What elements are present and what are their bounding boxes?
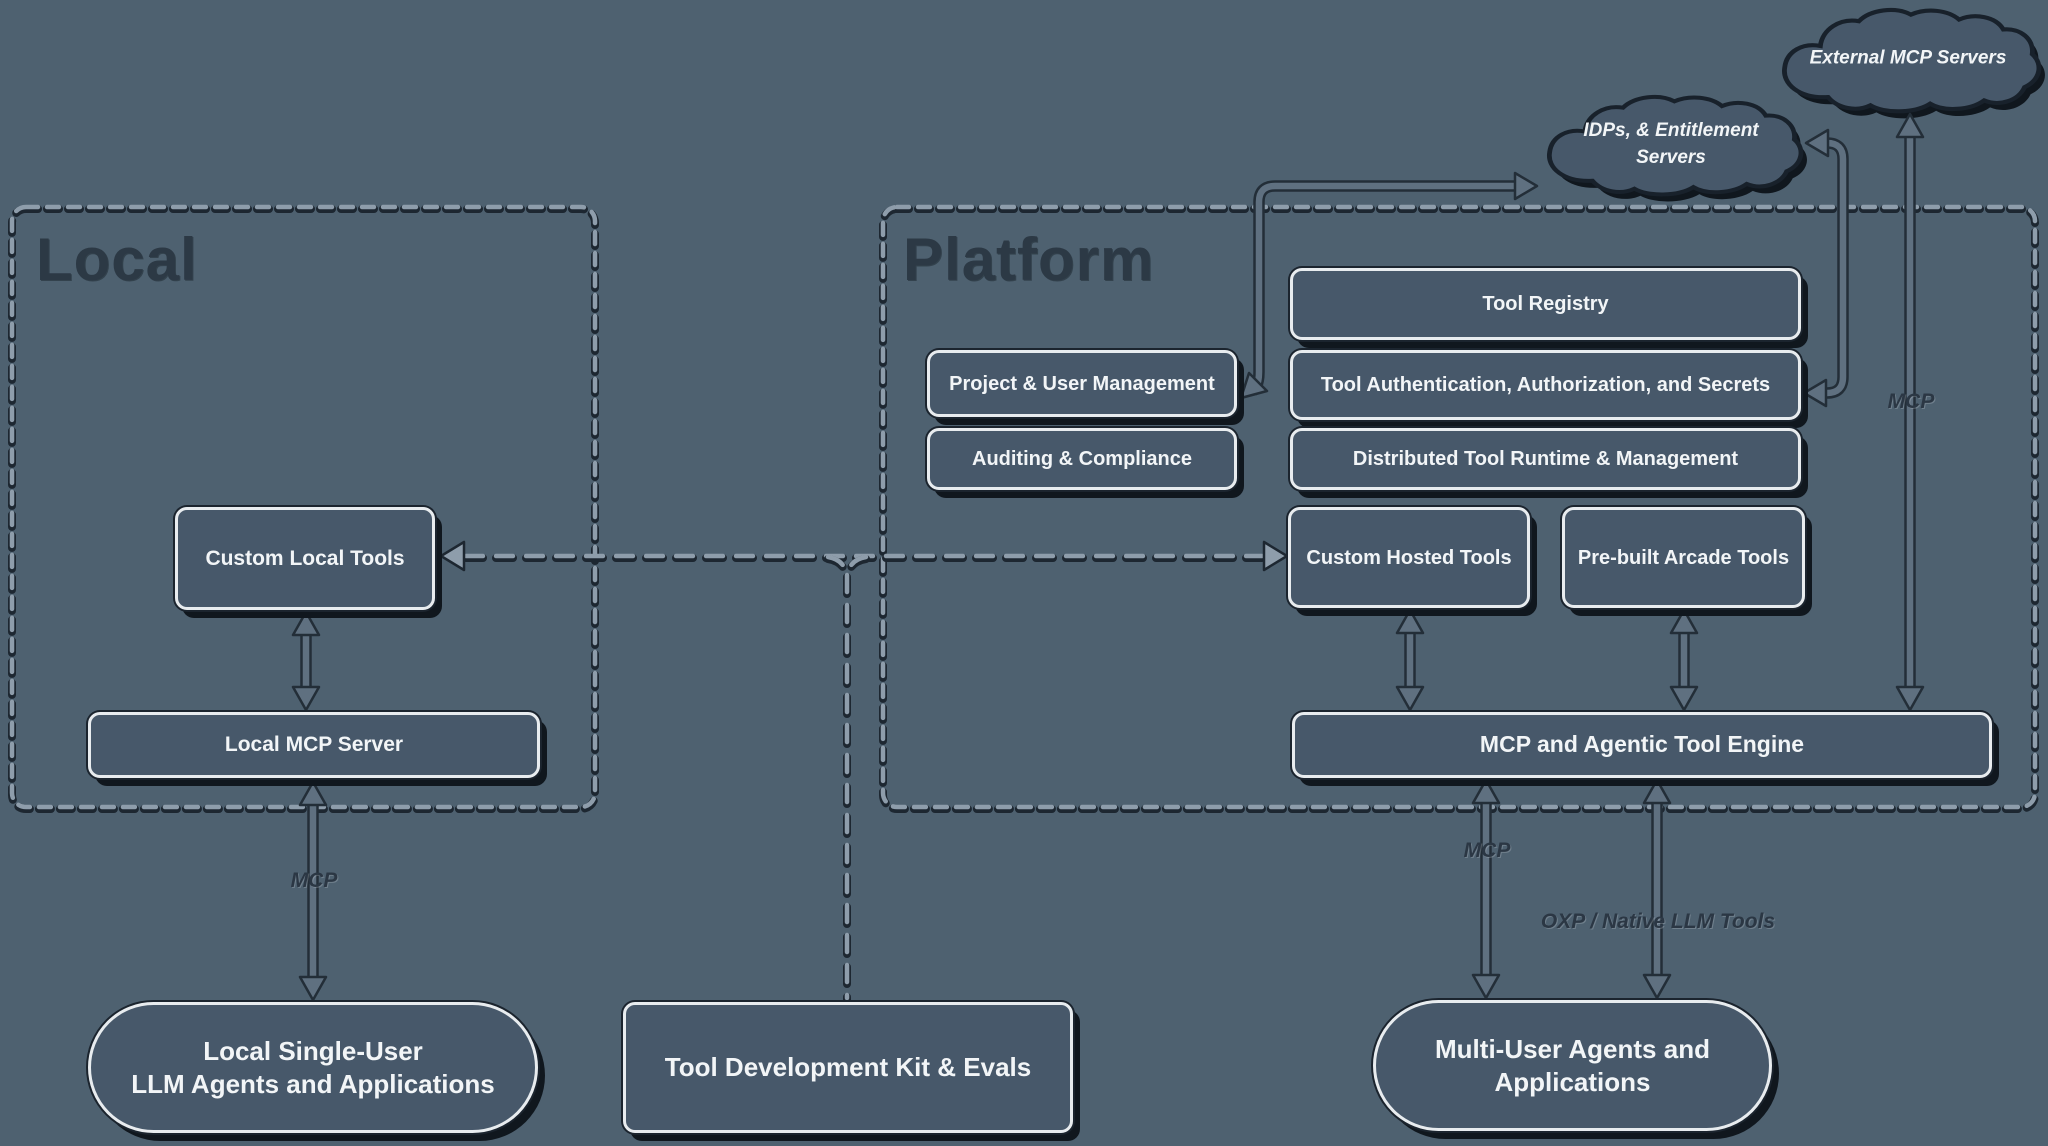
edge-label-oxp-native-llm-tools: OXP / Native LLM Tools	[1540, 910, 1776, 933]
node-project-user-management: Project & User Management	[927, 350, 1237, 417]
edge-engine-multiuser-mcp	[1471, 778, 1501, 1000]
node-tool-registry: Tool Registry	[1290, 268, 1801, 340]
node-auditing-compliance: Auditing & Compliance	[927, 428, 1237, 490]
edge-localmcp-localagents	[298, 780, 328, 1002]
local-agents-line1: Local Single-User	[203, 1036, 423, 1066]
idps-label-line1: IDPs, & Entitlement	[1583, 120, 1759, 141]
local-zone-title: Local	[36, 226, 198, 293]
local-container-border	[8, 204, 599, 813]
dashed-arrowhead-left	[439, 540, 466, 572]
dashed-arrowhead-right	[1262, 540, 1289, 572]
node-local-single-user-agents: Local Single-User LLM Agents and Applica…	[88, 1002, 538, 1133]
node-custom-hosted-tools: Custom Hosted Tools	[1288, 507, 1530, 608]
platform-zone-title: Platform	[903, 226, 1155, 293]
node-prebuilt-arcade-tools: Pre-built Arcade Tools	[1562, 507, 1805, 608]
multi-user-line2: Applications	[1494, 1066, 1651, 1097]
edge-customlocal-localmcp	[291, 610, 321, 712]
node-tool-development-kit: Tool Development Kit & Evals	[623, 1002, 1073, 1133]
multi-user-line1: Multi-User Agents and	[1435, 1034, 1710, 1064]
edge-label-mcp-external: MCP	[1887, 390, 1935, 413]
edge-externalcloud-engine	[1895, 112, 1925, 712]
dashed-tool-bus	[439, 540, 1289, 1004]
edge-project-to-idps	[1239, 171, 1539, 400]
edge-label-mcp-local: MCP	[290, 869, 338, 892]
edge-hosted-engine	[1395, 608, 1425, 712]
edge-engine-multiuser-oxp	[1642, 778, 1672, 1000]
idps-label-line2: Servers	[1636, 147, 1706, 168]
node-tool-authentication: Tool Authentication, Authorization, and …	[1290, 350, 1801, 420]
edge-label-mcp-engine: MCP	[1463, 839, 1511, 862]
platform-container-border	[879, 204, 2039, 813]
node-local-mcp-server: Local MCP Server	[88, 712, 540, 778]
external-mcp-servers-label: External MCP Servers	[1809, 47, 2007, 69]
node-distributed-tool-runtime: Distributed Tool Runtime & Management	[1290, 428, 1801, 490]
edge-toolauth-to-idps	[1802, 128, 1849, 408]
node-mcp-agentic-tool-engine: MCP and Agentic Tool Engine	[1292, 712, 1992, 778]
edge-prebuilt-engine	[1669, 608, 1699, 712]
node-custom-local-tools: Custom Local Tools	[175, 507, 435, 610]
node-multi-user-agents: Multi-User Agents and Applications	[1373, 1000, 1772, 1131]
idps-entitlement-label: IDPs, & Entitlement Servers	[1583, 117, 1758, 171]
local-agents-line2: LLM Agents and Applications	[131, 1068, 495, 1099]
